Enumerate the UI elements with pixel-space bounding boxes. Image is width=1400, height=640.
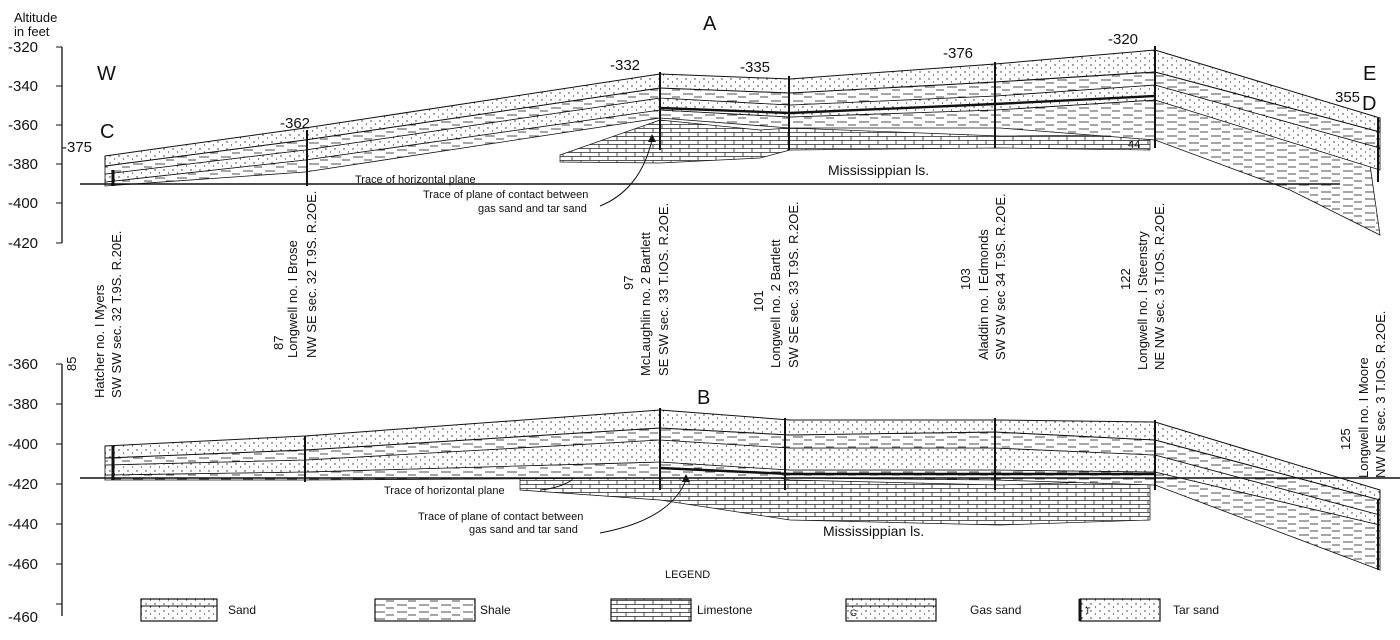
elevation-103: -376 <box>943 45 973 62</box>
lower-tick-label: -360 <box>8 356 38 373</box>
upper-tick-label: -360 <box>8 117 38 134</box>
well-number: 97 <box>621 276 636 290</box>
elevation-97: -332 <box>610 57 640 74</box>
section-label-a: A <box>703 13 717 35</box>
legend-shale: Shale <box>374 598 511 622</box>
trace-contact-label: Trace of plane of contact between <box>423 189 588 201</box>
well-location: SW SW sec 34 T.9S. R.2OE. <box>993 193 1008 360</box>
mississippian-label: Mississippian ls. <box>823 523 924 539</box>
well-number: 125 <box>1338 428 1353 450</box>
trace-contact-label: Trace of plane of contact between <box>418 511 583 523</box>
elevation-101: -335 <box>740 59 770 76</box>
legend-sand: Sand <box>140 598 256 622</box>
legend-title: LEGEND <box>665 569 710 581</box>
lower-tick-label: -460 <box>8 556 38 573</box>
well-number: 122 <box>1118 268 1133 290</box>
legend-limestone: Limestone <box>610 598 753 622</box>
upper-tick-label: -380 <box>8 156 38 173</box>
upper-axis: -320 -340 -360 -380 -400 -420 <box>8 39 63 252</box>
section-b <box>80 408 1400 571</box>
upper-tick-label: -400 <box>8 195 38 212</box>
lower-tick-label: -420 <box>8 476 38 493</box>
well-location: NW NE sec. 3 T.IOS. R.2OE. <box>1373 311 1388 478</box>
trace-contact-label-2: gas sand and tar sand <box>469 524 578 536</box>
well-location: SW SE sec. 33 T.9S. R.2OE. <box>786 201 801 368</box>
lower-tick-label: -400 <box>8 436 38 453</box>
well-name: Longwell no. 2 Bartlett <box>768 239 783 368</box>
elevation-125: 355 <box>1335 89 1360 106</box>
axis-title: Altitude <box>14 10 57 25</box>
upper-tick-label: -320 <box>8 39 38 56</box>
well-label-87: 87 Longwell no. I Brose NW SE sec. 32 T.… <box>271 191 319 358</box>
legend-label: Gas sand <box>970 603 1021 617</box>
legend-label: Limestone <box>697 603 753 617</box>
upper-tick-label: -340 <box>8 78 38 95</box>
well-name: Aladdin no. I Edmonds <box>976 229 991 360</box>
elevation-85: -375 <box>62 139 92 156</box>
direction-east: E <box>1363 63 1376 85</box>
well-number: 87 <box>271 336 286 350</box>
trace-horizontal-label: Trace of horizontal plane <box>355 174 476 186</box>
well-number: 101 <box>751 290 766 312</box>
well-number: 103 <box>958 268 973 290</box>
mississippian-label: Mississippian ls. <box>828 162 929 178</box>
endpoint-c: C <box>100 121 114 143</box>
section-a <box>80 46 1381 236</box>
well-label-103: 103 Aladdin no. I Edmonds SW SW sec 34 T… <box>958 193 1008 360</box>
lower-tick-label: -440 <box>8 516 38 533</box>
legend-label: Tar sand <box>1173 603 1219 617</box>
well-name: Longwell no. I Brose <box>285 240 300 358</box>
lower-axis: -360 -380 -400 -420 -440 -460 -460 <box>8 356 63 616</box>
well-label-85: 85 Hatcher no. I Myers SW SW sec. 32 T.9… <box>64 231 124 398</box>
well-location: NW SE sec. 32 T.9S. R.2OE. <box>304 191 319 358</box>
depth-annotation: 44 <box>1128 139 1140 151</box>
tar-symbol: T <box>1085 606 1091 616</box>
section-label-b: B <box>697 387 710 409</box>
well-location: NE NW sec. 3 T.IOS. R.2OE. <box>1152 203 1167 370</box>
well-name: Longwell no. I Moore <box>1356 357 1371 478</box>
well-name: McLaughlin no. 2 Bartlett <box>638 232 653 376</box>
well-label-125: 125 Longwell no. I Moore NW NE sec. 3 T.… <box>1338 311 1388 478</box>
legend-gas-sand: G Gas sand <box>845 598 1021 622</box>
well-label-97: 97 McLaughlin no. 2 Bartlett SE SW sec. … <box>621 203 671 376</box>
well-name: Longwell no. I Steenstry <box>1135 231 1150 370</box>
endpoint-d: D <box>1362 93 1376 115</box>
well-location: SW SW sec. 32 T.9S. R.20E. <box>109 231 124 398</box>
trace-horizontal-label: Trace of horizontal plane <box>384 485 505 497</box>
well-location: SE SW sec. 33 T.IOS. R.2OE. <box>656 203 671 376</box>
trace-contact-label-2: gas sand and tar sand <box>478 203 587 215</box>
gas-symbol: G <box>850 608 857 618</box>
well-label-122: 122 Longwell no. I Steenstry NE NW sec. … <box>1118 203 1167 370</box>
well-number: 85 <box>64 357 79 371</box>
elevation-87: -362 <box>280 115 310 132</box>
upper-tick-label: -420 <box>8 235 38 252</box>
legend-tar-sand: T Tar sand <box>1078 598 1219 622</box>
axis-title-unit: in feet <box>14 24 50 39</box>
direction-west: W <box>97 63 116 85</box>
elevation-122: -320 <box>1108 31 1138 48</box>
legend-label: Shale <box>480 603 511 617</box>
legend-label: Sand <box>228 603 256 617</box>
well-label-101: 101 Longwell no. 2 Bartlett SW SE sec. 3… <box>751 201 801 368</box>
well-name: Hatcher no. I Myers <box>92 284 107 398</box>
lower-tick-label: -380 <box>8 396 38 413</box>
lower-tick-label-bottom: -460 <box>8 609 38 626</box>
